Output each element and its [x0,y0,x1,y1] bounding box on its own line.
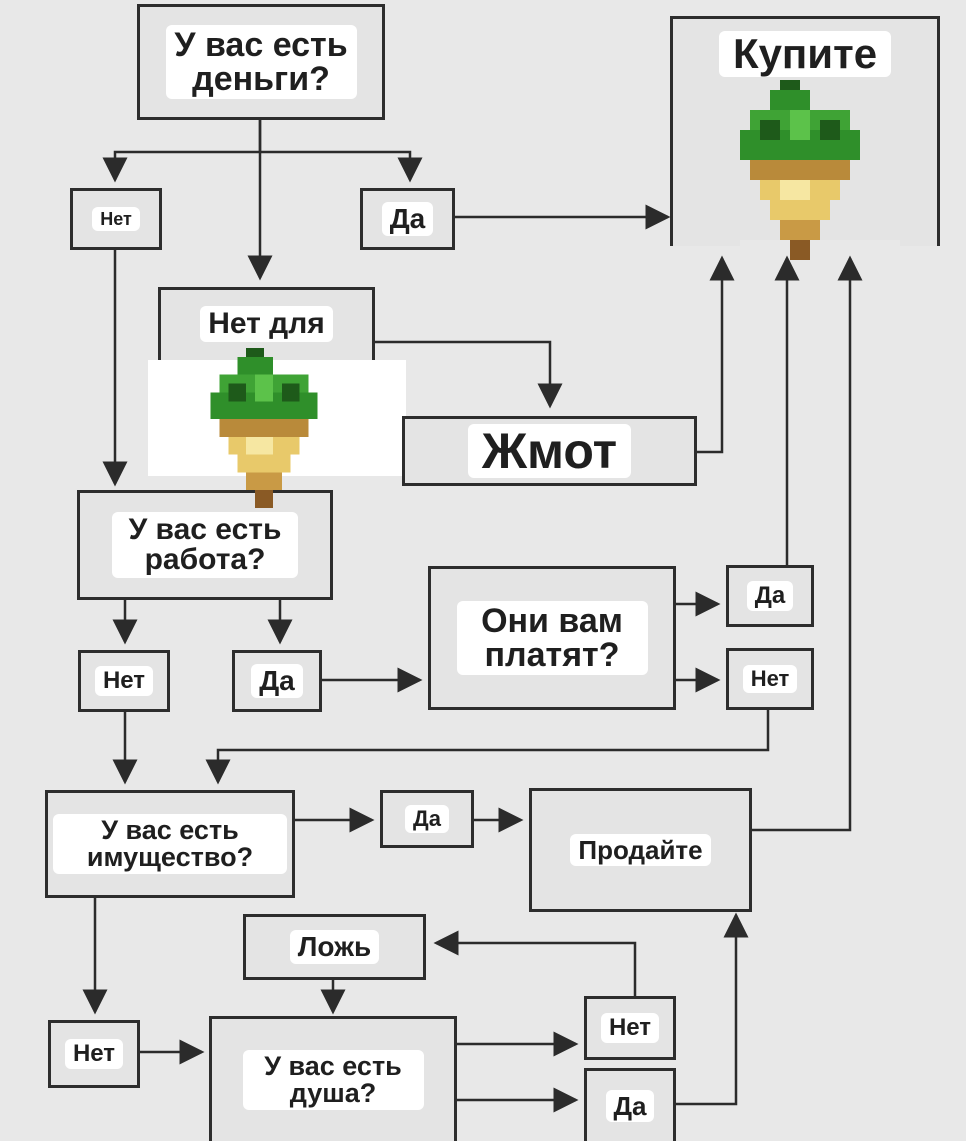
arrow-cheap-buy [697,255,735,454]
buy-box-gap [740,240,900,248]
buy-label: Купите [718,31,892,77]
no-box-2: Нет [78,650,170,712]
yes-box-1: Да [360,188,455,250]
question-soul-label: У вас есть душа? [242,1050,424,1110]
arrow-nofor-cheap [375,340,563,409]
yes-label-3: Да [746,581,794,611]
question-money-label: У вас есть деньги? [165,25,357,99]
question-soul-box: У вас есть душа? [209,1016,457,1141]
question-pay-box: Они вам платят? [428,566,676,710]
yes-box-2: Да [232,650,322,712]
yes-label-4: Да [405,805,449,833]
yes-label-2: Да [251,664,303,698]
question-job-box: У вас есть работа? [77,490,333,600]
question-property-label: У вас есть имущество? [53,814,287,874]
no-for-label: Нет для [200,306,333,342]
no-label-5: Нет [600,1013,660,1043]
yes-box-5: Да [584,1068,676,1141]
question-job-label: У вас есть работа? [112,512,298,578]
no-label-1: Нет [92,207,140,231]
arrow-sell-buy [752,255,863,832]
parsnip-icon [740,80,860,260]
sell-label: Продайте [570,834,711,866]
no-box-3: Нет [726,648,814,710]
cheapskate-label: Жмот [467,424,632,478]
yes-label-5: Да [605,1090,655,1122]
yes-label-1: Да [381,202,434,236]
no-box-5: Нет [584,996,676,1060]
no-label-2: Нет [94,666,154,696]
arrow-soul-sell [676,912,749,1106]
question-money-box: У вас есть деньги? [137,4,385,120]
cheapskate-box: Жмот [402,416,697,486]
arrow-money-no [102,120,262,183]
yes-box-4: Да [380,790,474,848]
question-property-box: У вас есть имущество? [45,790,295,898]
no-box-4: Нет [48,1020,140,1088]
arrow-money-yes [260,150,423,183]
arrow-unpaid-property [205,710,770,785]
lie-box: Ложь [243,914,426,980]
lie-label: Ложь [289,930,380,964]
no-box-1: Нет [70,188,162,250]
no-label-4: Нет [64,1039,124,1069]
arrow-nosoul-lie [433,930,637,996]
parsnip-icon [210,348,318,508]
question-pay-label: Они вам платят? [456,601,648,675]
yes-box-3: Да [726,565,814,627]
sell-box: Продайте [529,788,752,912]
no-label-3: Нет [742,665,798,693]
